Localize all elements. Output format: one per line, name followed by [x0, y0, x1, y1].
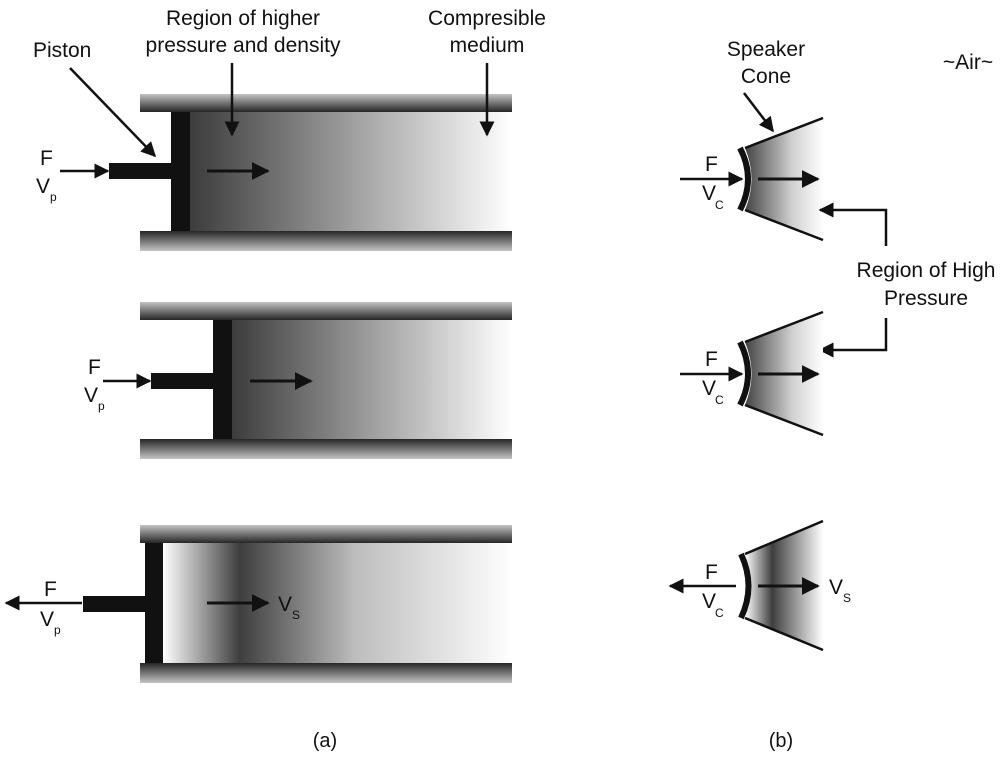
high-pressure-label-line1: Region of High [857, 259, 996, 282]
piston-rod [83, 596, 145, 612]
panel-b: ~Air~ Speaker Cone F V C Region of High … [668, 38, 996, 752]
panel-a-caption: (a) [313, 730, 337, 752]
cone-outline-bottom [744, 208, 824, 242]
cone-diaphragm [737, 146, 751, 212]
air-label: ~Air~ [943, 51, 993, 74]
velocity-label: V [702, 590, 716, 613]
cone-outline-top [744, 310, 824, 344]
piston-row-2: F V p [84, 302, 512, 459]
cone-outline-bottom [744, 403, 824, 437]
force-label: F [705, 348, 718, 371]
cone-outline-top [744, 519, 824, 556]
velocity-subscript: p [54, 623, 61, 637]
force-label: F [705, 153, 718, 176]
medium-label-line1: Compresible [428, 7, 546, 30]
piston-rod [151, 373, 213, 389]
force-label: F [40, 147, 53, 170]
speaker-row-3: F V C V S [668, 519, 851, 652]
cone-diaphragm [738, 552, 752, 620]
velocity-label: V [40, 608, 54, 631]
tube-wall-bottom [140, 439, 512, 459]
velocity-label: V [84, 384, 98, 407]
panel-a-annotations: Piston Region of higher pressure and den… [33, 7, 546, 158]
sound-velocity-label: V [829, 576, 843, 599]
piston-head [213, 320, 232, 439]
velocity-label: V [702, 182, 716, 205]
tube-wall-bottom [140, 231, 512, 251]
tube-wall-top [140, 94, 512, 112]
medium-label-line2: medium [450, 34, 525, 57]
speaker-cone-label-line2: Cone [741, 65, 791, 88]
cone-diaphragm [737, 340, 751, 407]
velocity-label: V [36, 175, 50, 198]
sound-velocity-subscript: S [292, 608, 300, 622]
speaker-cone-pointer [743, 92, 774, 133]
piston-rod [109, 163, 171, 179]
tube-wall-bottom [140, 663, 512, 683]
speaker-cone-label-line1: Speaker [727, 38, 805, 61]
velocity-subscript: C [715, 393, 724, 407]
high-pressure-annotation: Region of High Pressure [818, 202, 996, 358]
piston-row-1: F V p [36, 94, 512, 251]
force-label: F [88, 356, 101, 379]
high-pressure-pointer-bottom [818, 318, 888, 358]
cone-outline-bottom [744, 616, 824, 652]
piston-label: Piston [33, 39, 91, 62]
piston-pointer [69, 67, 157, 158]
piston-head [171, 112, 190, 231]
cone-outline-top [744, 116, 824, 150]
force-label: F [705, 561, 718, 584]
tube-wall-top [140, 302, 512, 320]
sound-velocity-label: V [278, 593, 292, 616]
region-label-line1: Region of higher [166, 7, 320, 30]
velocity-label: V [702, 377, 716, 400]
panel-a: F V p Piston Region of higher pressure a… [4, 7, 546, 752]
high-pressure-pointer-top [818, 202, 888, 246]
region-label-line2: pressure and density [146, 34, 341, 57]
high-pressure-label-line2: Pressure [884, 287, 968, 310]
speaker-row-1: F V C [680, 116, 824, 242]
speaker-row-2: F V C [680, 310, 824, 437]
piston-row-3: F V p V S [4, 525, 512, 683]
sound-velocity-subscript: S [843, 591, 851, 605]
panel-b-caption: (b) [769, 730, 793, 752]
velocity-subscript: p [50, 190, 57, 204]
force-label: F [44, 578, 57, 601]
tube-wall-top [140, 525, 512, 543]
velocity-subscript: C [715, 198, 724, 212]
piston-head [145, 543, 163, 663]
velocity-subscript: C [715, 606, 724, 620]
velocity-subscript: p [98, 399, 105, 413]
